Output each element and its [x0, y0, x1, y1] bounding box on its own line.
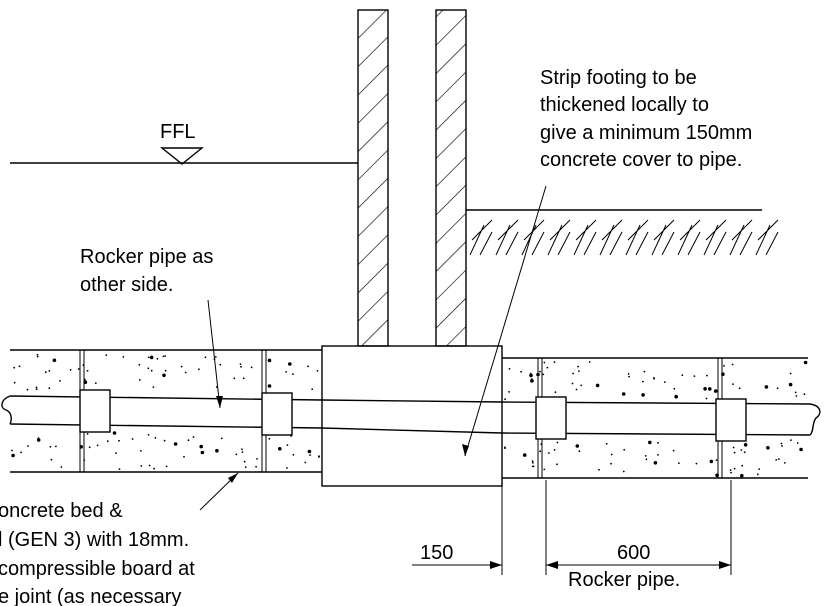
- left-wall: [357, 9, 389, 347]
- svg-text:give a minimum 150mm: give a minimum 150mm: [540, 122, 752, 144]
- strip-footing: [321, 345, 503, 487]
- strip-footing-note: Strip footing to be thickened locally to…: [540, 67, 752, 171]
- ffl-label: FFL: [160, 121, 196, 143]
- compressible-boards: [79, 350, 723, 478]
- svg-text:concrete cover to pipe.: concrete cover to pipe.: [540, 149, 742, 171]
- rocker-other-side-note: Rocker pipe as other side.: [80, 246, 213, 296]
- ffl-level-symbol: [160, 147, 204, 165]
- dimension-600: 600 Rocker pipe.: [545, 480, 732, 591]
- dim-600-label: 600: [617, 542, 650, 564]
- leader-lines: [199, 185, 547, 511]
- concrete-bed-note: oncrete bed & l (GEN 3) with 18mm. compr…: [0, 500, 195, 606]
- rocker-pipe-label: Rocker pipe.: [568, 569, 680, 591]
- svg-text:e joint (as necessary: e joint (as necessary: [0, 586, 181, 606]
- svg-text:thickened locally to: thickened locally to: [540, 94, 709, 116]
- svg-text:compressible board at: compressible board at: [0, 558, 195, 580]
- ground-hatch: [466, 209, 779, 256]
- dimension-150: 150: [412, 486, 503, 575]
- svg-text:Strip footing to be: Strip footing to be: [540, 67, 697, 89]
- svg-text:oncrete bed &: oncrete bed &: [0, 500, 123, 522]
- dim-150-label: 150: [420, 542, 453, 564]
- pipe: [1, 395, 821, 436]
- svg-text:Rocker pipe as: Rocker pipe as: [80, 246, 213, 268]
- svg-text:other side.: other side.: [80, 274, 173, 296]
- right-wall: [435, 9, 467, 347]
- pipe-joints: [79, 389, 747, 442]
- concrete-bed: [10, 349, 808, 479]
- svg-text:l (GEN 3) with 18mm.: l (GEN 3) with 18mm.: [0, 529, 189, 551]
